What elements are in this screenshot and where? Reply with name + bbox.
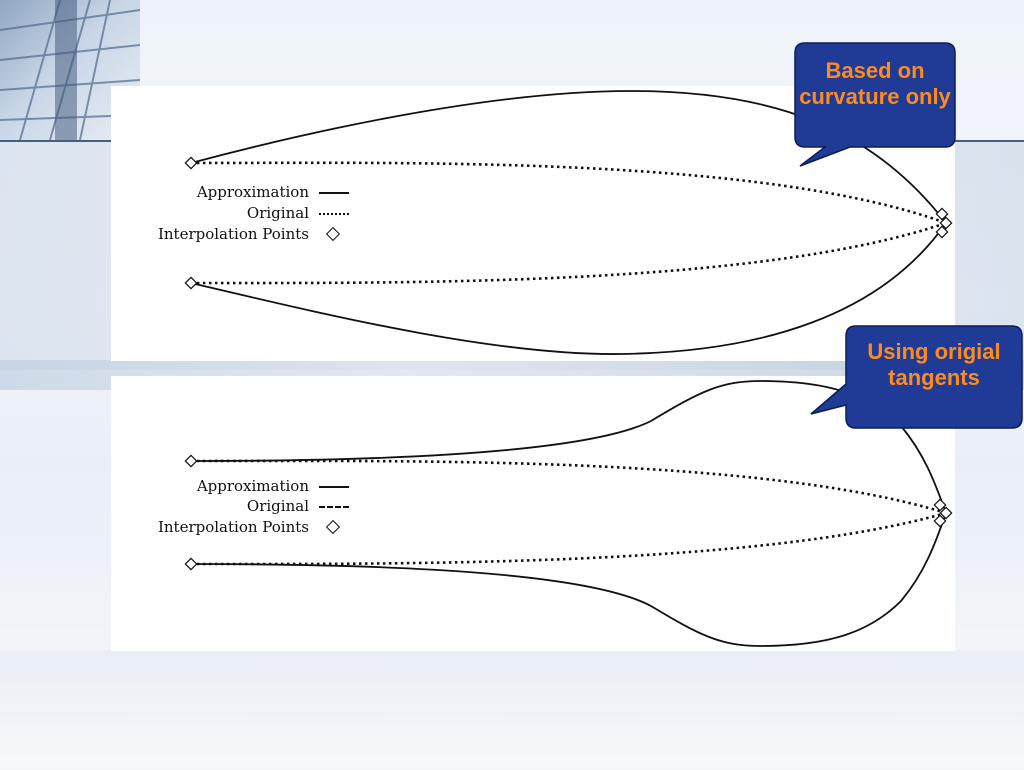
interpolation-point: [933, 498, 947, 512]
interpolation-point: [939, 506, 953, 520]
legend-item-original: Original: [247, 203, 351, 223]
header-building-image: [0, 0, 140, 140]
legend-item-original: Original: [247, 496, 351, 516]
callout-text-curvature: Based on curvature only: [799, 58, 951, 109]
curve-plot: [184, 380, 953, 647]
interpolation-point: [184, 557, 198, 571]
callout-bubble-curvature: [794, 42, 956, 167]
legend-item-interpolation-points: Interpolation Points: [158, 224, 351, 244]
approximation-curve-lower: [190, 222, 947, 355]
legend-label: Original: [246, 204, 309, 222]
legend-label: Interpolation Points: [157, 225, 309, 243]
interpolation-point: [184, 454, 198, 468]
diagram-panel-tangents: Approximation Original Interpolation Poi…: [111, 376, 955, 651]
original-curve-lower: [190, 511, 947, 566]
solid-line-key: [317, 476, 351, 496]
callout-text-tangents: Using origial tangents: [867, 339, 1001, 390]
interpolation-point: [184, 156, 198, 170]
interpolation-point: [184, 276, 198, 290]
legend-label: Approximation: [196, 477, 309, 495]
original-curve-upper: [190, 459, 947, 515]
dotted-line-key: [317, 203, 351, 223]
legend-item-interpolation-points: Interpolation Points: [158, 517, 351, 537]
legend-item-approximation: Approximation: [197, 182, 351, 202]
approximation-curve-lower: [190, 512, 947, 647]
interpolation-point: [935, 225, 949, 239]
legend-label: Approximation: [196, 183, 309, 201]
approximation-curve-upper: [190, 380, 947, 514]
interpolation-point: [935, 207, 949, 221]
interpolation-point: [933, 514, 947, 528]
legend-label: Interpolation Points: [157, 518, 309, 536]
solid-line-key: [317, 182, 351, 202]
original-curve-upper: [190, 161, 947, 225]
background-band: [0, 650, 1024, 770]
interpolation-point: [939, 216, 953, 230]
original-curve-lower: [190, 221, 947, 285]
callout-bubble-tangents: [810, 325, 1023, 429]
dashed-line-key: [317, 496, 351, 516]
legend-item-approximation: Approximation: [197, 476, 351, 496]
legend-label: Original: [246, 497, 309, 515]
